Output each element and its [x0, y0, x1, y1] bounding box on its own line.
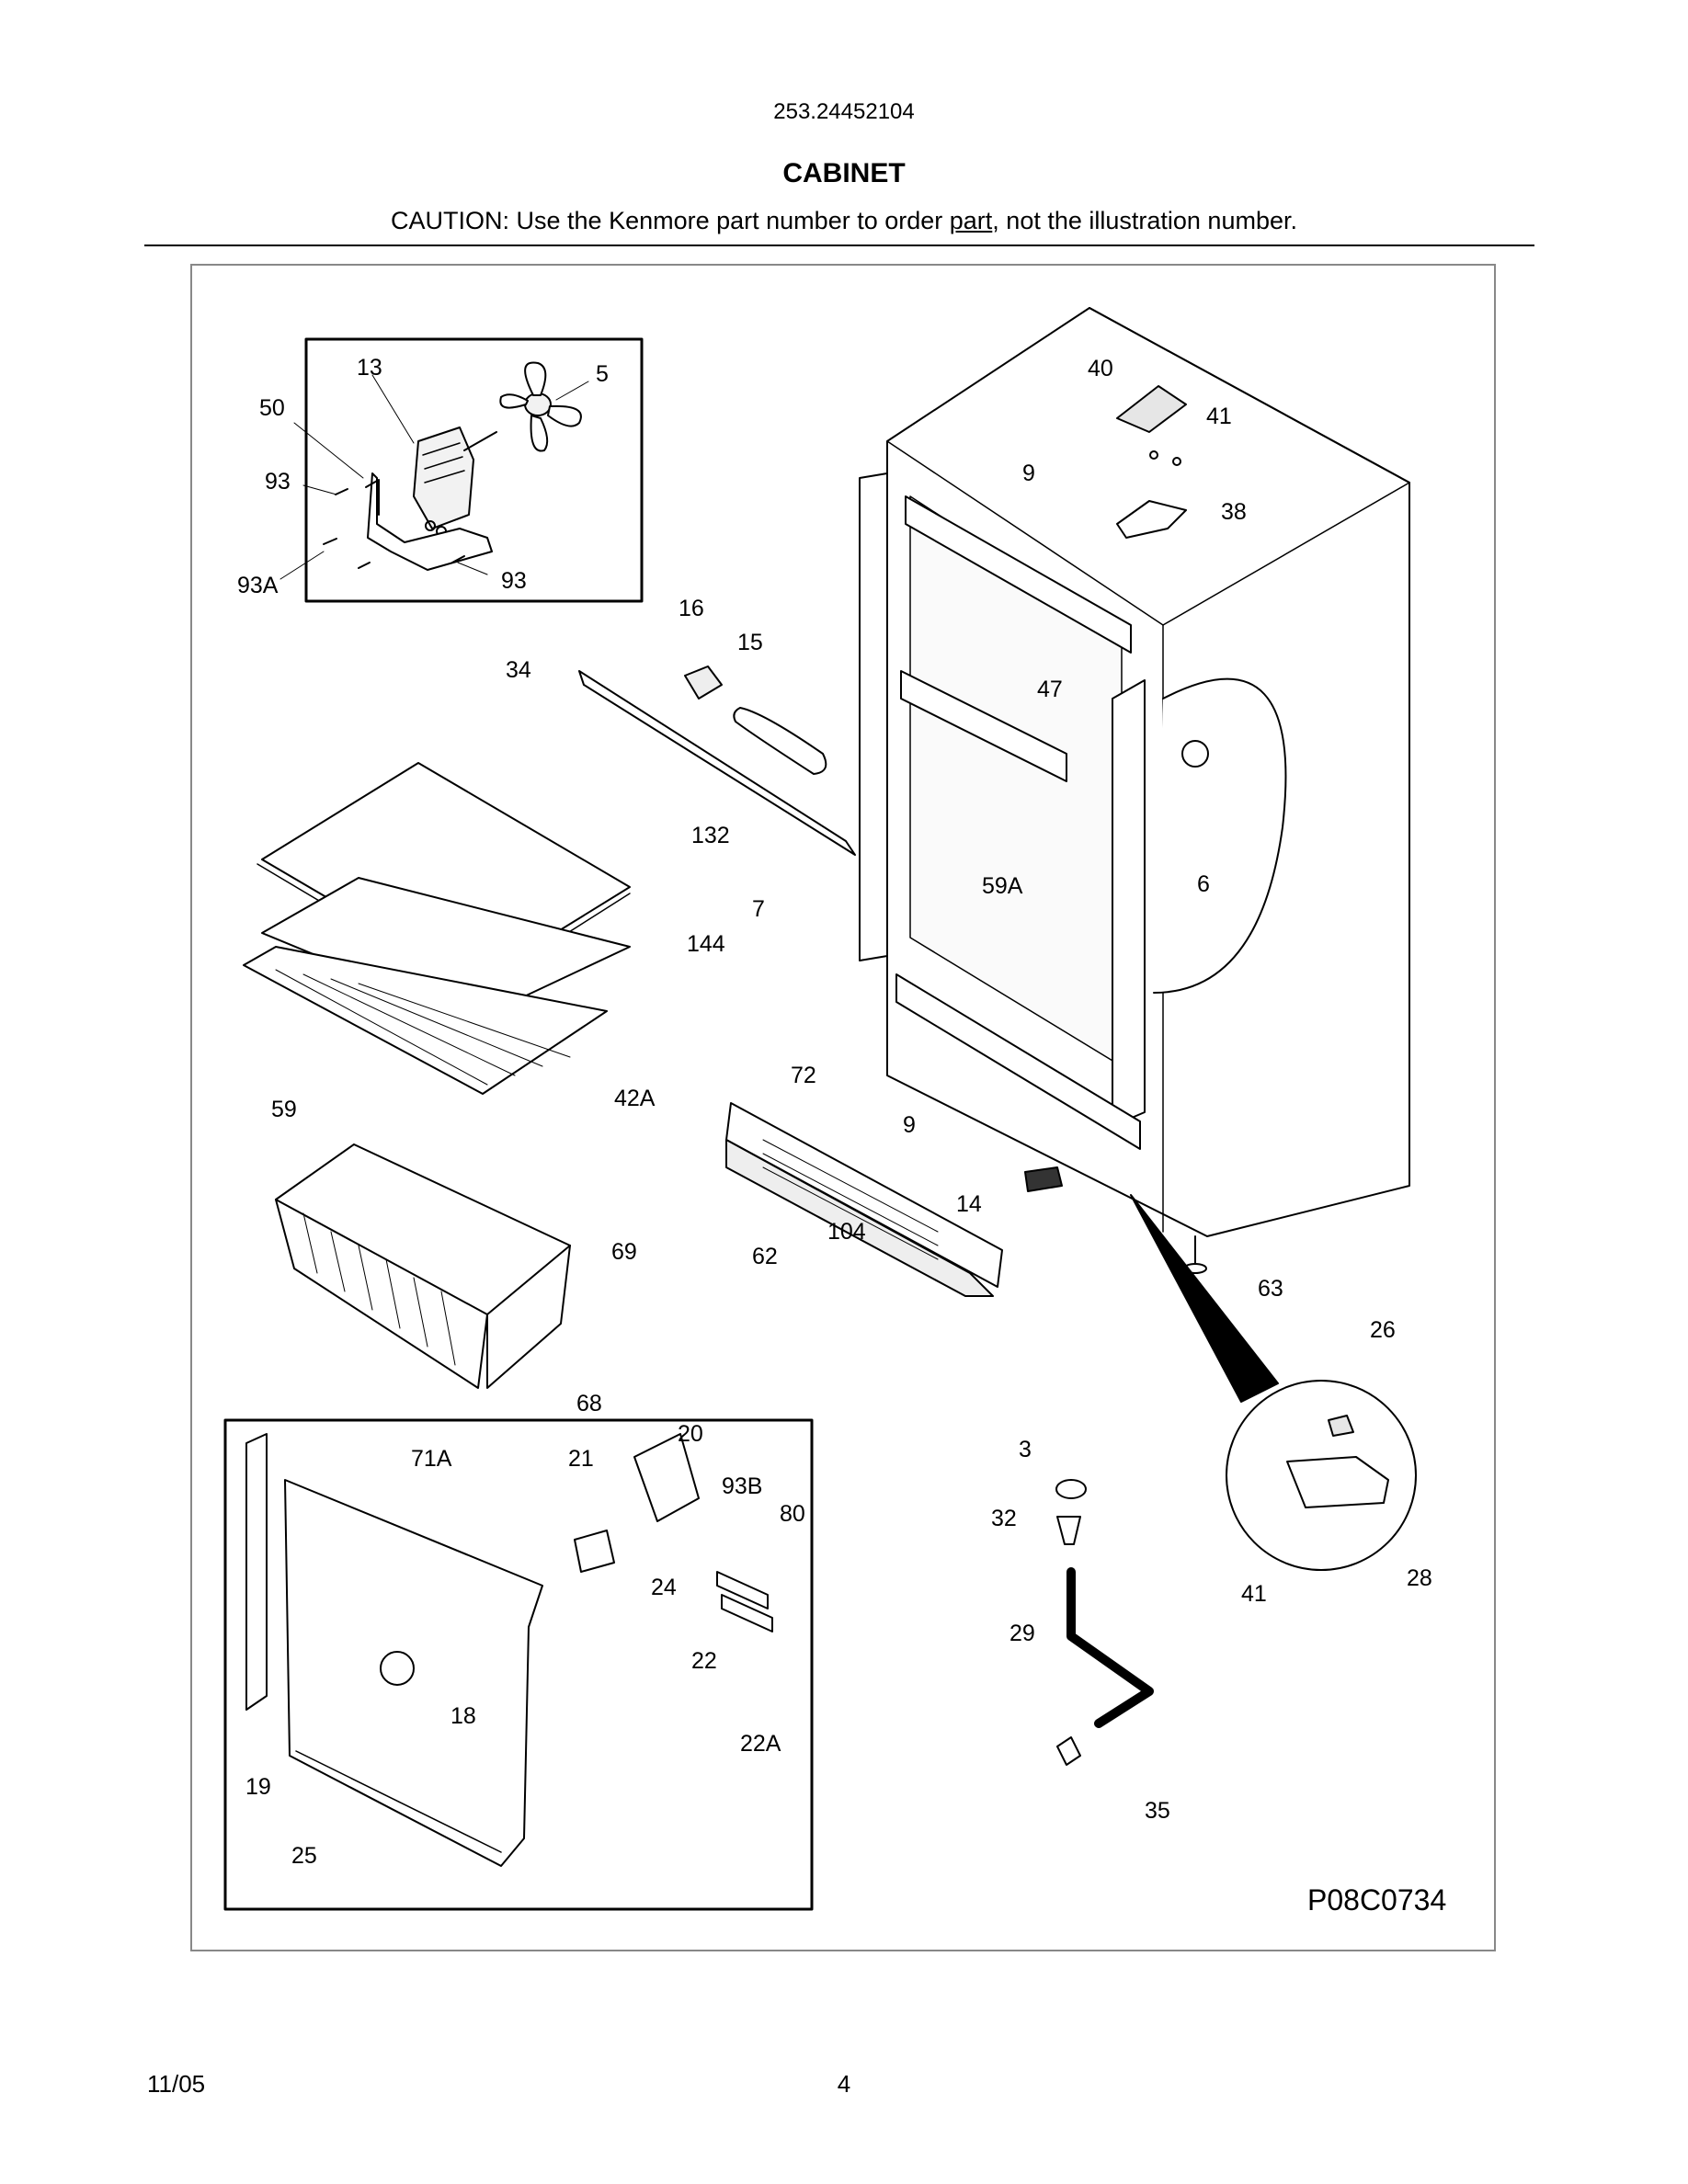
callout-59: 59 [271, 1097, 297, 1122]
callout-labels: 13 5 50 93 93A 93 40 41 38 9 16 15 34 47… [237, 355, 1446, 1917]
drain-plug-icon [1055, 1479, 1087, 1545]
model-number: 253.24452104 [773, 99, 915, 124]
heater-bracket-icon [716, 1571, 773, 1632]
callout-63: 63 [1258, 1276, 1283, 1302]
callout-71A: 71A [411, 1446, 452, 1472]
fan-motor-icon [413, 427, 497, 537]
section-title: CABINET [782, 158, 906, 188]
base-grille-icon [725, 1102, 1003, 1297]
callout-41-bottom: 41 [1241, 1581, 1267, 1607]
callout-40: 40 [1088, 356, 1113, 381]
drain-tube-icon [1066, 1567, 1154, 1728]
callout-29: 29 [1009, 1621, 1035, 1646]
callout-93-top: 93 [265, 469, 291, 495]
callout-50: 50 [259, 395, 285, 421]
caution-prefix: CAUTION: Use the Kenmore part number to … [391, 207, 950, 234]
diagram-frame [190, 264, 1496, 1951]
callout-93B: 93B [722, 1473, 762, 1499]
callout-6: 6 [1197, 871, 1210, 897]
callout-35: 35 [1145, 1798, 1170, 1824]
timer-cover-icon [633, 1433, 700, 1522]
caution-suffix: , not the illustration number. [992, 207, 1297, 234]
rear-panel-icon [284, 1479, 543, 1867]
callout-59A: 59A [982, 873, 1023, 899]
hinge-detail-icon [1130, 1194, 1417, 1571]
callout-41-top: 41 [1206, 404, 1232, 429]
callout-72: 72 [791, 1063, 816, 1088]
callout-24: 24 [651, 1575, 677, 1600]
header-divider [144, 245, 1534, 246]
light-bracket-icon [578, 670, 856, 856]
footer-date: 11/05 [147, 2070, 206, 2098]
callout-42A: 42A [614, 1086, 656, 1111]
drawing-code: P08C0734 [1307, 1883, 1446, 1917]
callout-104: 104 [827, 1219, 866, 1245]
callout-21: 21 [568, 1446, 594, 1472]
callout-47: 47 [1037, 677, 1063, 702]
page-number: 4 [837, 2070, 851, 2098]
callout-80: 80 [780, 1501, 805, 1527]
callout-14: 14 [956, 1191, 982, 1217]
motor-bracket-icon [365, 472, 493, 571]
rear-panel-inset-box [223, 1418, 814, 1911]
fan-motor-inset-box [304, 337, 644, 603]
callout-68: 68 [576, 1391, 602, 1416]
callout-93-bottom: 93 [501, 568, 527, 594]
callout-13: 13 [357, 355, 382, 381]
callout-9-top: 9 [1022, 461, 1035, 486]
callout-93A: 93A [237, 573, 279, 598]
defrost-timer-icon [574, 1530, 615, 1573]
callout-132: 132 [691, 823, 730, 848]
inset-leader-lines [279, 374, 589, 580]
callout-16: 16 [679, 596, 704, 621]
callout-22: 22 [691, 1648, 717, 1674]
freezer-cabinet-body [886, 307, 1410, 1237]
callout-9-bottom: 9 [903, 1112, 916, 1138]
fan-blade-icon [499, 361, 582, 452]
callout-5: 5 [596, 361, 609, 387]
caution-link: part [949, 207, 993, 234]
callout-19: 19 [245, 1774, 271, 1800]
callout-18: 18 [451, 1703, 476, 1729]
callout-32: 32 [991, 1506, 1017, 1531]
wire-shelf-icon [243, 946, 608, 1095]
callout-62: 62 [752, 1244, 778, 1269]
callout-28: 28 [1407, 1565, 1432, 1591]
callout-144: 144 [687, 931, 725, 957]
door-gaskets-icon [859, 472, 1146, 1150]
callout-3: 3 [1019, 1437, 1032, 1462]
caution-note: CAUTION: Use the Kenmore part number to … [0, 207, 1688, 235]
drain-pan-clip-icon [1056, 1736, 1081, 1766]
callout-20: 20 [678, 1421, 703, 1447]
callout-38: 38 [1221, 499, 1247, 525]
callout-7: 7 [752, 896, 765, 922]
callout-15: 15 [737, 630, 763, 655]
side-channel-icon [245, 1433, 268, 1711]
callout-34: 34 [506, 657, 531, 683]
evaporator-support-icon [900, 670, 1067, 782]
callout-26: 26 [1370, 1317, 1396, 1343]
motor-screws-icon [323, 488, 465, 569]
door-switch-icon [1024, 1166, 1063, 1192]
hinge-top-icon [1116, 385, 1187, 539]
callout-69: 69 [611, 1239, 637, 1265]
callout-25: 25 [291, 1843, 317, 1869]
wire-basket-icon [275, 1143, 571, 1389]
light-bulb-icon [684, 665, 827, 775]
callout-22A: 22A [740, 1731, 781, 1757]
